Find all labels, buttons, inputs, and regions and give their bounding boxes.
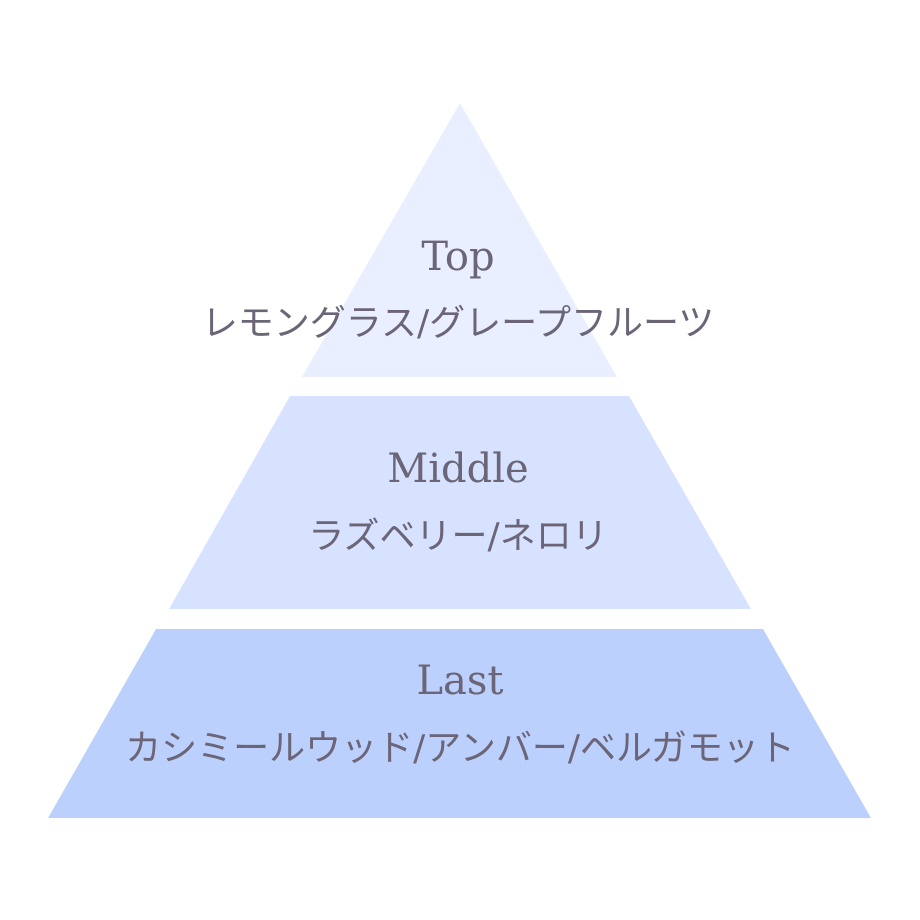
tier-top-shape — [302, 103, 617, 377]
tier-last-title: Last — [416, 658, 503, 704]
tier-last-shape — [48, 629, 871, 818]
tier-middle-shape — [169, 396, 751, 609]
tier-last-notes: カシミールウッド/アンバー/ベルガモット — [125, 728, 795, 769]
tier-top-title: Top — [421, 234, 494, 280]
tier-middle-title: Middle — [387, 446, 528, 492]
tier-middle-notes: ラズベリー/ネロリ — [308, 516, 607, 557]
tier-top-notes: レモングラス/グレープフルーツ — [202, 303, 715, 344]
